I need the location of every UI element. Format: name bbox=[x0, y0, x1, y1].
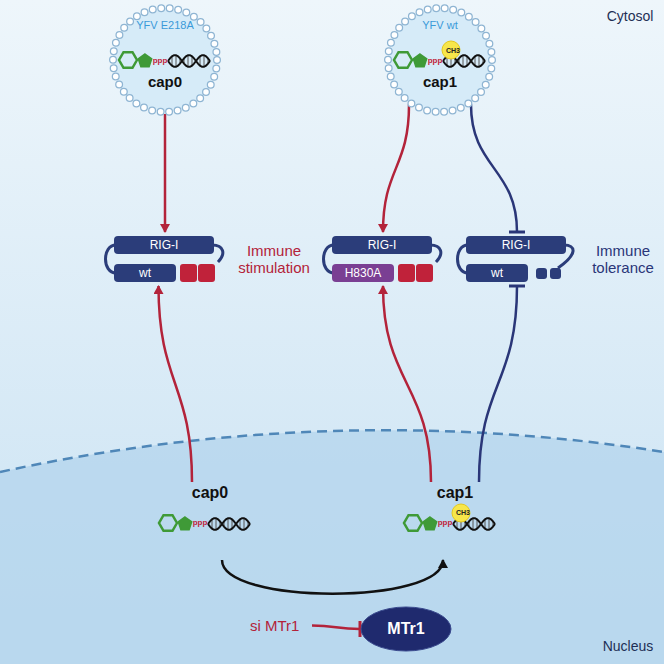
node-title: MTr1 bbox=[387, 620, 424, 638]
card-domain bbox=[180, 264, 197, 282]
inhibition-line bbox=[471, 104, 517, 232]
region-label: Immune tolerance bbox=[586, 242, 660, 277]
node-subtitle: cap0 bbox=[110, 73, 220, 90]
nuclear-envelope bbox=[0, 430, 664, 472]
mutant-domain: H830A bbox=[332, 264, 394, 282]
sirna-label: si MTr1 bbox=[250, 617, 312, 634]
card-domain bbox=[536, 268, 547, 279]
node-subtitle: cap1 bbox=[385, 73, 495, 90]
card-domain bbox=[398, 264, 415, 282]
node-title: YFV E218A bbox=[110, 19, 220, 31]
activation-arrow bbox=[383, 286, 431, 482]
node-title: RIG-I bbox=[470, 236, 562, 254]
region-label: Nucleus bbox=[603, 638, 654, 654]
virus-particle: YFV wt cap1 pppCH3 bbox=[385, 5, 495, 115]
rna-cap: cap0 ppp bbox=[150, 482, 270, 560]
chem-label: CH3 bbox=[456, 509, 470, 516]
wt-domain: wt bbox=[466, 264, 528, 282]
helicase-domain: RIG-I bbox=[466, 236, 566, 254]
rig-i-protein: RIG-I wt bbox=[452, 232, 582, 286]
inhibition-line bbox=[312, 626, 360, 630]
chem-label: ppp bbox=[153, 56, 168, 65]
card-domain bbox=[550, 268, 561, 279]
inhibition-line bbox=[479, 286, 517, 482]
virus-particle: YFV E218A cap0 ppp bbox=[110, 5, 220, 115]
activation-arrow bbox=[383, 104, 409, 232]
node-subtitle: H830A bbox=[336, 264, 390, 282]
chem-label: CH3 bbox=[446, 47, 460, 54]
node-title: RIG-I bbox=[118, 236, 210, 254]
helicase-domain: RIG-I bbox=[114, 236, 214, 254]
chem-label: ppp bbox=[438, 518, 453, 527]
node-title: RIG-I bbox=[336, 236, 428, 254]
node-title: YFV wt bbox=[385, 19, 495, 31]
region-label: Immune stimulation bbox=[236, 242, 312, 277]
node-title: cap1 bbox=[395, 484, 515, 502]
node-subtitle: wt bbox=[118, 264, 172, 282]
rig-i-protein: RIG-I H830A bbox=[318, 232, 448, 286]
rna-cap: cap1 pppCH3 bbox=[395, 482, 515, 560]
node-title: si MTr1 bbox=[250, 617, 312, 634]
nucleus-region bbox=[0, 430, 664, 664]
helicase-domain: RIG-I bbox=[332, 236, 432, 254]
activation-arrow bbox=[164, 114, 167, 232]
node-subtitle: wt bbox=[470, 264, 524, 282]
chem-label: ppp bbox=[428, 56, 443, 65]
enzyme-ellipse: MTr1 bbox=[360, 606, 452, 652]
rig-i-protein: RIG-I wt bbox=[100, 232, 230, 286]
activation-arrow bbox=[222, 560, 443, 594]
node-title: cap0 bbox=[150, 484, 270, 502]
region-label: Cytosol bbox=[607, 8, 654, 24]
wt-domain: wt bbox=[114, 264, 176, 282]
card-domain bbox=[416, 264, 433, 282]
chem-label: ppp bbox=[193, 518, 208, 527]
card-domain bbox=[198, 264, 215, 282]
activation-arrow bbox=[159, 286, 193, 482]
